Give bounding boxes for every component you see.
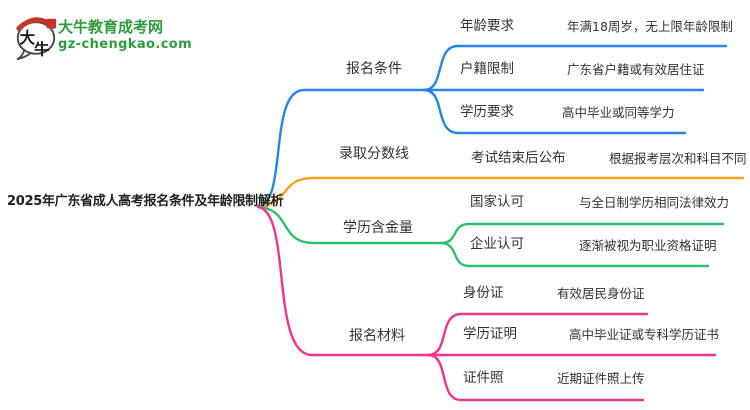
age-requirement-value: 年满18周岁，无上限年龄限制 <box>567 19 733 34</box>
enrollment-conditions-label: 报名条件 <box>346 61 402 77</box>
household-limit-value: 广东省户籍或有效居住证 <box>567 62 705 77</box>
education-requirement-label: 学历要求 <box>460 104 514 120</box>
id-photo-value: 近期证件照上传 <box>557 371 645 386</box>
admission-score-branch-line <box>256 176 745 209</box>
id-photo-label: 证件照 <box>463 370 504 386</box>
root-title: 2025年广东省成人高考报名条件及年龄限制解析 <box>7 194 284 209</box>
materials-label: 报名材料 <box>349 328 405 344</box>
national-recognition-line <box>439 222 725 245</box>
score-release-label: 考试结束后公布 <box>471 150 566 166</box>
site-name: 大牛教育成考网 <box>58 18 164 36</box>
logo-red-seal <box>46 18 57 29</box>
degree-value-branch-line <box>256 205 443 245</box>
materials-branch-line <box>256 205 430 357</box>
site-domain: gz-chengkao.com <box>58 37 193 52</box>
id-card-label: 身份证 <box>463 285 504 301</box>
household-limit-label: 户籍限制 <box>460 61 514 77</box>
national-recognition-label: 国家认可 <box>470 194 524 210</box>
logo-char-2: 牛 <box>34 39 49 58</box>
education-requirement-value: 高中毕业或同等学力 <box>562 105 675 120</box>
degree-value-label: 学历含金量 <box>343 220 413 236</box>
age-requirement-line <box>422 44 728 92</box>
id-photo-line <box>426 353 645 402</box>
logo-bubble-icon: 大 牛 <box>16 17 57 61</box>
education-proof-value: 高中毕业证或专科学历证书 <box>569 327 720 342</box>
score-release-value: 根据报考层次和科目不同 <box>609 151 747 166</box>
enrollment-conditions-branch-line <box>256 88 426 209</box>
education-requirement-line <box>422 88 687 135</box>
id-card-line <box>426 312 649 357</box>
national-recognition-value: 与全日制学历相同法律效力 <box>579 195 730 210</box>
enterprise-recognition-value: 逐渐被视为职业资格证明 <box>579 238 717 253</box>
age-requirement-label: 年龄要求 <box>460 18 514 34</box>
admission-score-label: 录取分数线 <box>339 146 409 162</box>
enterprise-recognition-label: 企业认可 <box>470 236 524 252</box>
logo-char-1: 大 <box>20 28 36 47</box>
enterprise-recognition-line <box>439 241 710 268</box>
education-proof-label: 学历证明 <box>463 326 517 342</box>
id-card-value: 有效居民身份证 <box>557 286 645 301</box>
